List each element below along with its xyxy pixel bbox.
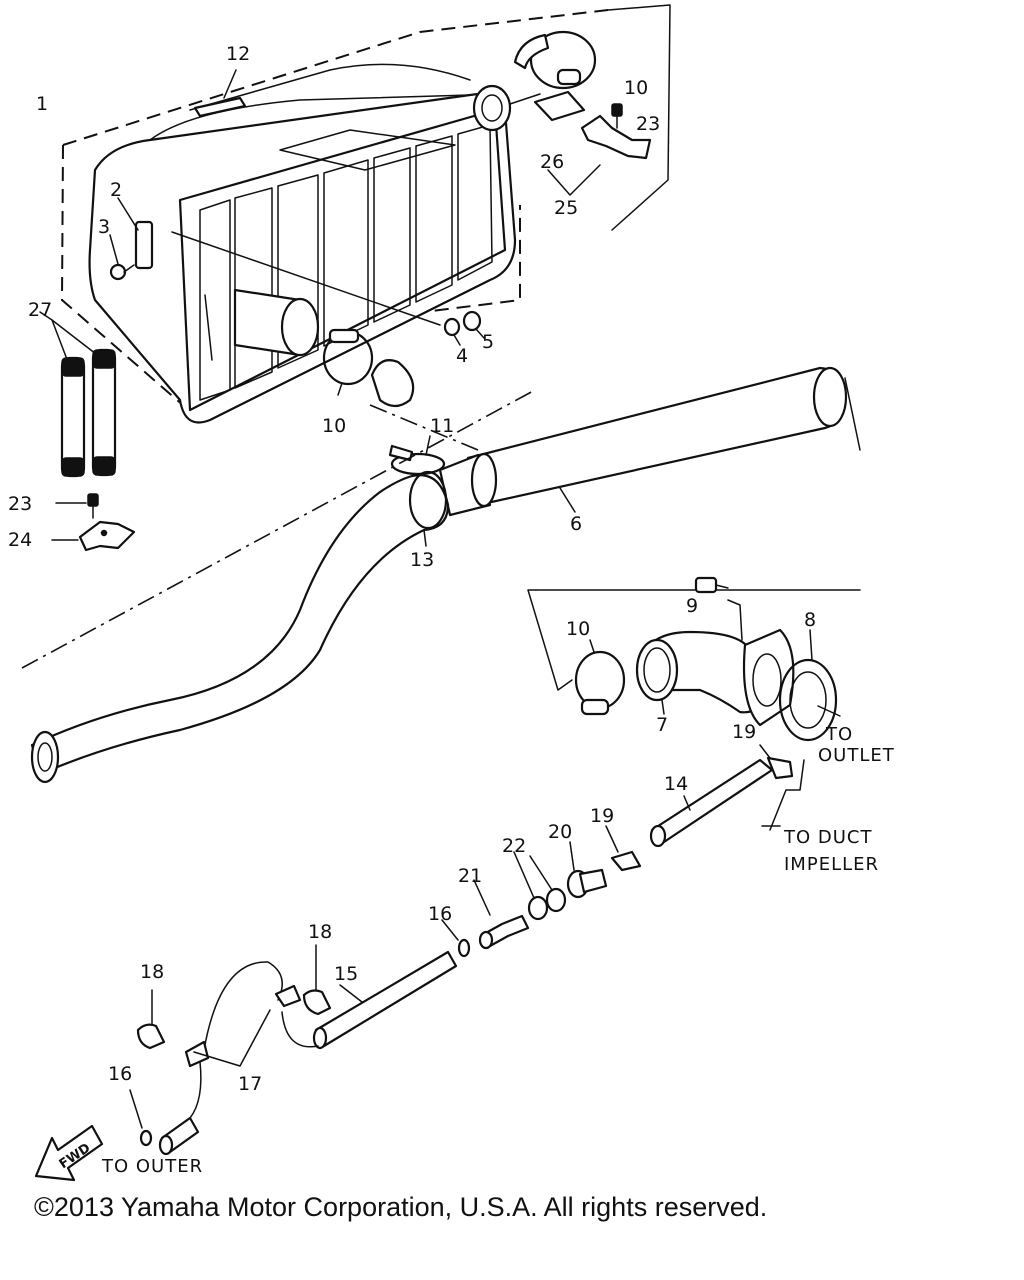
gasket-8 [778, 629, 838, 742]
callout-24: 24 [8, 529, 32, 551]
callout-23-top: 23 [636, 113, 660, 135]
to-outlet-line2: OUTLET [818, 745, 895, 766]
callout-18-right: 18 [308, 921, 332, 943]
valve-21 [473, 879, 530, 950]
to-outer: TO OUTER [101, 1156, 203, 1177]
callout-4: 4 [456, 345, 468, 367]
silencer-box [88, 63, 517, 424]
callout-25: 25 [554, 197, 578, 219]
nut-5 [462, 310, 485, 339]
callout-11: 11 [430, 415, 454, 437]
clamp-10-outlet [574, 639, 626, 716]
clamp-10-lower [322, 328, 374, 396]
callout-7: 7 [656, 714, 668, 736]
plate-26 [533, 90, 586, 122]
outlet-fitting-group [527, 576, 861, 742]
callout-9: 9 [686, 595, 698, 617]
callout-20: 20 [548, 821, 572, 843]
callout-1: 1 [36, 93, 48, 115]
hose-13 [30, 470, 450, 784]
fwd-arrow: FWD [34, 1124, 104, 1182]
callout-16-lower: 16 [108, 1063, 132, 1085]
straps-27 [39, 311, 117, 478]
hose-17 [184, 961, 319, 1119]
clip-19-mid [605, 825, 642, 872]
callout-13: 13 [410, 549, 434, 571]
elbow-7 [635, 630, 772, 715]
callout-19-mid: 19 [590, 805, 614, 827]
callout-21: 21 [458, 865, 482, 887]
clip-16-lower [129, 1089, 153, 1147]
bracket-24 [51, 520, 136, 552]
to-outlet-line1: TO [825, 724, 853, 745]
clip-16-mid [441, 919, 471, 958]
bolt-9 [694, 576, 743, 641]
callout-15: 15 [334, 963, 358, 985]
callout-14: 14 [664, 773, 688, 795]
pad-12 [193, 69, 247, 118]
callout-3: 3 [98, 216, 110, 238]
silencer-assembly-group [39, 4, 671, 552]
plug-18-right [302, 944, 332, 1016]
copyright-notice: ©2013 Yamaha Motor Corporation, U.S.A. A… [34, 1192, 768, 1222]
clip-19-top [759, 744, 794, 780]
callout-10-lower: 10 [322, 415, 346, 437]
hose-6 [438, 366, 848, 517]
callout-27: 27 [28, 299, 52, 321]
callout-22: 22 [502, 835, 526, 857]
washers-22 [513, 851, 567, 921]
screw-3 [109, 234, 135, 281]
destination-notes: TO OUTLET TO DUCT IMPELLER TO OUTER [101, 724, 895, 1177]
callout-6: 6 [570, 513, 582, 535]
callout-2: 2 [110, 179, 122, 201]
callout-10-outlet: 10 [566, 618, 590, 640]
to-duct-line1: TO DUCT [783, 827, 872, 848]
callout-10-upper: 10 [624, 77, 648, 99]
callout-26: 26 [540, 151, 564, 173]
clamp-10-upper [513, 30, 597, 90]
to-duct-line2: IMPELLER [784, 854, 879, 875]
hose-17-lower [158, 1116, 200, 1156]
callout-labels: 1 2 3 4 5 6 7 8 9 10 10 10 11 12 13 14 1… [8, 43, 816, 1095]
fitting-20 [566, 841, 608, 899]
callout-18-left: 18 [140, 961, 164, 983]
callout-23-lower: 23 [8, 493, 32, 515]
bolt-23-lower [55, 493, 99, 519]
callout-12: 12 [226, 43, 250, 65]
bracket-2 [117, 197, 154, 270]
plug-18-left [136, 989, 166, 1050]
bolt-23-top [611, 103, 623, 129]
hose-15 [312, 950, 458, 1050]
washer-4 [443, 317, 461, 346]
callout-16-mid: 16 [428, 903, 452, 925]
callout-17: 17 [238, 1073, 262, 1095]
callout-5: 5 [482, 331, 494, 353]
bracket-25 [547, 114, 652, 196]
clamp-11 [388, 435, 446, 476]
callout-8: 8 [804, 609, 816, 631]
callout-19-top: 19 [732, 721, 756, 743]
